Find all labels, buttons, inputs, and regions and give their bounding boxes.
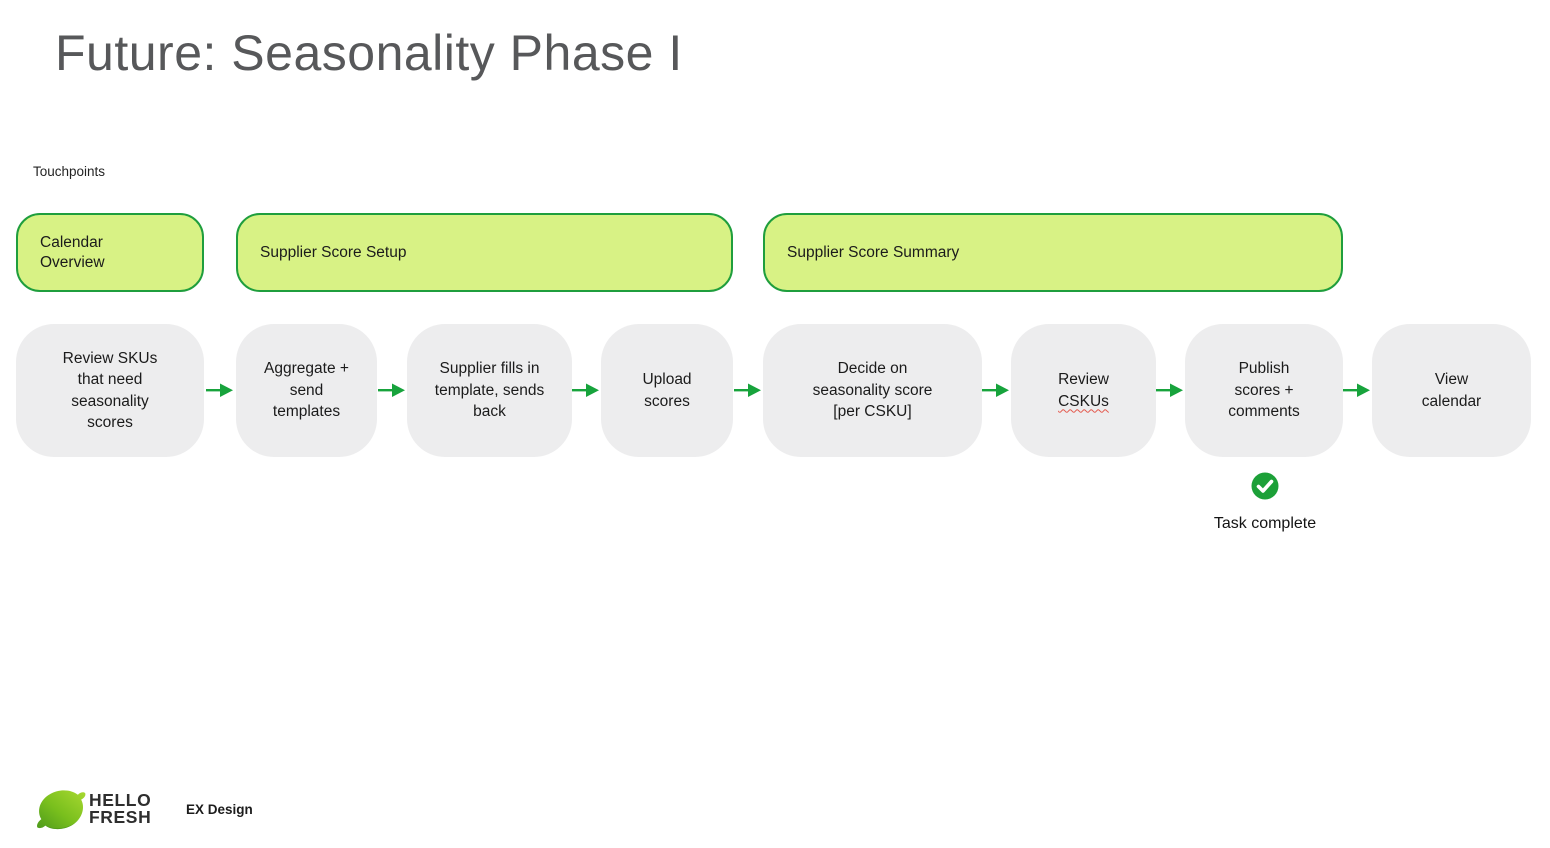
step-label: Review SKUs that need seasonality scores [62,349,158,432]
page-title: Future: Seasonality Phase I [55,25,683,81]
step-label: Upload scores [642,371,692,410]
step-label-misspelled-word: CSKUs [1058,392,1109,410]
hellofresh-wordmark: HELLO FRESH [89,790,152,827]
task-complete-label: Task complete [1213,515,1317,532]
check-circle-icon [1251,472,1279,500]
step-label: Aggregate + send templates [264,360,349,421]
flow-step-decide-seasonality-score[interactable]: Decide on seasonality score [per CSKU] [763,324,982,457]
footer-team-label: EX Design [186,802,253,817]
touchpoint-label: Supplier Score Summary [787,243,960,261]
brand-line-2: FRESH [89,807,152,827]
arrow-right-icon [206,383,233,397]
arrow-right-icon [572,383,599,397]
step-label: Review CSKUs [1058,369,1109,412]
flow-step-upload-scores[interactable]: Upload scores [601,324,733,457]
touchpoint-calendar-overview[interactable]: Calendar Overview [16,213,204,292]
step-label: Supplier fills in template, sends back [434,360,545,421]
step-label: Publish scores + comments [1228,360,1300,421]
touchpoint-label: Supplier Score Setup [260,243,407,261]
flow-step-view-calendar[interactable]: View calendar [1372,324,1531,457]
flow-step-review-cskus[interactable]: Review CSKUs [1011,324,1156,457]
step-label: Decide on seasonality score [per CSKU] [812,360,933,421]
flow-step-publish-scores-comments[interactable]: Publish scores + comments [1185,324,1343,457]
arrow-right-icon [982,383,1009,397]
step-label: View calendar [1421,371,1482,410]
arrow-right-icon [734,383,761,397]
touchpoint-supplier-score-setup[interactable]: Supplier Score Setup [236,213,733,292]
arrow-right-icon [1343,383,1370,397]
brand-line-1: HELLO [89,790,152,810]
hellofresh-lime-icon [37,790,86,830]
arrow-right-icon [1156,383,1183,397]
touchpoint-supplier-score-summary[interactable]: Supplier Score Summary [763,213,1343,292]
flow-step-supplier-fills-template[interactable]: Supplier fills in template, sends back [407,324,572,457]
step-label-line: Review [1058,371,1109,388]
touchpoints-section-label: Touchpoints [33,164,106,179]
flow-step-review-skus[interactable]: Review SKUs that need seasonality scores [16,324,204,457]
flow-step-aggregate-send-templates[interactable]: Aggregate + send templates [236,324,377,457]
touchpoint-label: Calendar Overview [40,233,105,271]
arrow-right-icon [378,383,405,397]
